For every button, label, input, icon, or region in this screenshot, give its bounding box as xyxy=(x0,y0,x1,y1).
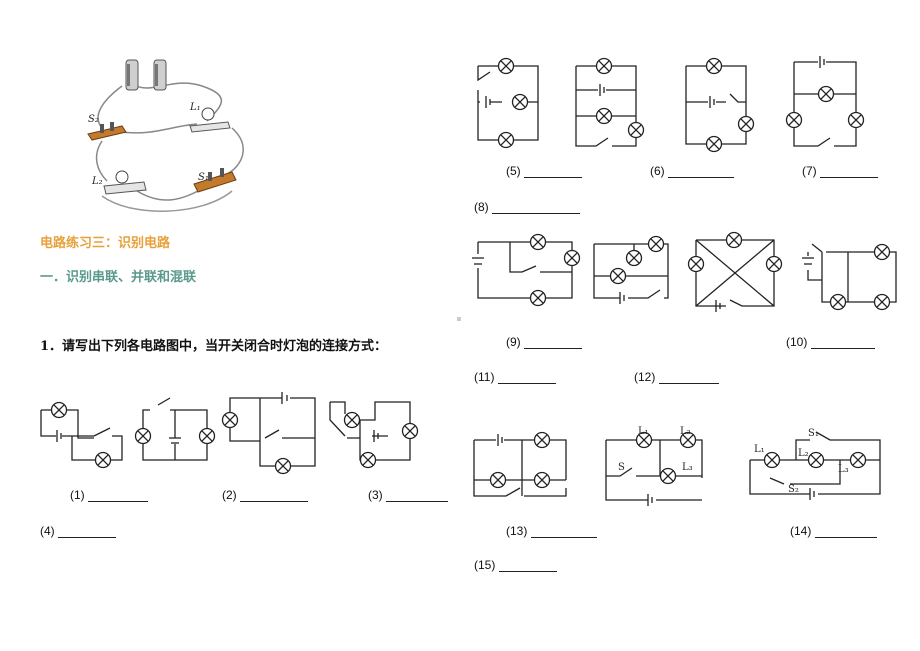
answer-blank[interactable] xyxy=(814,525,877,538)
c15-label-l1: L₁ xyxy=(754,444,765,455)
c14-label-l2: L₂ xyxy=(680,426,691,437)
circuit-1 xyxy=(40,401,123,469)
section-title: 电路练习三：识别电路 xyxy=(40,236,171,251)
circuit-15: L₁ L₂ L₃ S₁ S₂ xyxy=(749,428,881,500)
c14-label-s: S xyxy=(618,462,625,473)
answer-blank[interactable] xyxy=(524,336,583,349)
photo-label-s1: S₁ xyxy=(198,172,209,183)
circuit-3 xyxy=(221,392,316,475)
c15-label-s1: S₁ xyxy=(808,428,819,439)
circuit-10 xyxy=(593,235,669,304)
answer-11: (11) xyxy=(474,370,556,384)
circuit-6 xyxy=(575,57,645,147)
circuit-11 xyxy=(687,231,783,312)
c15-label-s2: S₂ xyxy=(788,484,799,495)
answer-5: (5) xyxy=(506,164,583,178)
answer-4: (4) xyxy=(40,524,117,538)
page-marker xyxy=(457,317,461,321)
circuit-8 xyxy=(785,56,865,147)
physical-circuit-photo: S₂ L₁ L₂ S₁ xyxy=(82,56,260,218)
answer-1: (1) xyxy=(70,488,149,502)
circuit-14: L₁ L₂ L₃ S xyxy=(605,426,703,506)
circuit-13 xyxy=(473,431,567,497)
photo-label-s2: S₂ xyxy=(88,114,99,125)
answer-blank[interactable] xyxy=(497,371,556,384)
answer-15: (15) xyxy=(474,558,557,572)
answer-blank[interactable] xyxy=(58,525,117,538)
circuit-12 xyxy=(802,243,897,311)
photo-label-l2: L₂ xyxy=(91,176,103,187)
answer-8: (8) xyxy=(474,200,581,214)
answer-blank[interactable] xyxy=(820,165,879,178)
answer-blank[interactable] xyxy=(386,489,449,502)
c14-label-l3: L₃ xyxy=(682,462,693,473)
answer-6: (6) xyxy=(650,164,735,178)
answer-14: (14) xyxy=(790,524,877,538)
answer-10: (10) xyxy=(786,335,875,349)
answer-blank[interactable] xyxy=(658,371,719,384)
circuit-2 xyxy=(134,397,216,461)
circuit-4 xyxy=(329,401,419,469)
answer-13: (13) xyxy=(506,524,597,538)
answer-blank[interactable] xyxy=(88,489,149,502)
answer-blank[interactable] xyxy=(668,165,735,178)
circuit-5 xyxy=(477,57,539,149)
subsection-title: 一．识别串联、并联和混联 xyxy=(40,270,197,285)
circuit-9 xyxy=(472,233,581,307)
answer-blank[interactable] xyxy=(810,336,875,349)
answer-blank[interactable] xyxy=(498,559,557,572)
answer-12: (12) xyxy=(634,370,719,384)
photo-label-l1: L₁ xyxy=(189,102,201,113)
answer-blank[interactable] xyxy=(240,489,309,502)
c15-label-l2: L₂ xyxy=(798,448,809,459)
c15-label-l3: L₃ xyxy=(838,464,849,475)
c14-label-l1: L₁ xyxy=(638,426,649,437)
answer-2: (2) xyxy=(222,488,309,502)
answer-9: (9) xyxy=(506,335,583,349)
answer-blank[interactable] xyxy=(530,525,597,538)
question-1: 1．请写出下列各电路图中，当开关闭合时灯泡的连接方式： xyxy=(40,339,388,354)
answer-blank[interactable] xyxy=(492,201,581,214)
answer-blank[interactable] xyxy=(524,165,583,178)
circuit-7 xyxy=(685,57,755,153)
answer-3: (3) xyxy=(368,488,449,502)
answer-7: (7) xyxy=(802,164,879,178)
